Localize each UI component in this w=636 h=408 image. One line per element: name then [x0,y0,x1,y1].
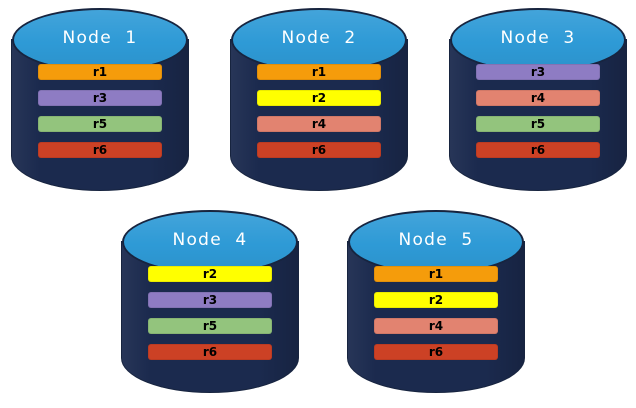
shard-r6[interactable]: r6 [374,344,498,360]
shard-r3[interactable]: r3 [148,292,272,308]
cylinder-top-ellipse [348,210,524,274]
shard-r6[interactable]: r6 [257,142,381,158]
shard-list: r1 r3 r5 r6 [38,64,162,158]
shard-r2[interactable]: r2 [148,266,272,282]
node-label: Node 3 [500,28,576,48]
shard-r5[interactable]: r5 [38,116,162,132]
shard-r2[interactable]: r2 [257,90,381,106]
node-4[interactable]: Node 4 r2 r3 r5 r6 [120,208,300,398]
cylinder-top-ellipse [122,210,298,274]
shard-r4[interactable]: r4 [476,90,600,106]
shard-r2[interactable]: r2 [374,292,498,308]
shard-r5[interactable]: r5 [476,116,600,132]
node-5[interactable]: Node 5 r1 r2 r4 r6 [346,208,526,398]
node-1[interactable]: Node 1 r1 r3 r5 r6 [10,6,190,196]
shard-r4[interactable]: r4 [257,116,381,132]
shard-list: r1 r2 r4 r6 [374,266,498,360]
node-label: Node 5 [398,230,474,250]
shard-r6[interactable]: r6 [476,142,600,158]
shard-r1[interactable]: r1 [257,64,381,80]
node-label: Node 1 [62,28,138,48]
cylinder-top-ellipse [450,8,626,72]
shard-r3[interactable]: r3 [38,90,162,106]
shard-r1[interactable]: r1 [38,64,162,80]
shard-r4[interactable]: r4 [374,318,498,334]
shard-r6[interactable]: r6 [38,142,162,158]
node-2[interactable]: Node 2 r1 r2 r4 r6 [229,6,409,196]
shard-list: r1 r2 r4 r6 [257,64,381,158]
node-label: Node 4 [172,230,248,250]
node-label: Node 2 [281,28,357,48]
node-3[interactable]: Node 3 r3 r4 r5 r6 [448,6,628,196]
shard-r1[interactable]: r1 [374,266,498,282]
shard-r5[interactable]: r5 [148,318,272,334]
shard-list: r3 r4 r5 r6 [476,64,600,158]
shard-r6[interactable]: r6 [148,344,272,360]
shard-r3[interactable]: r3 [476,64,600,80]
shard-list: r2 r3 r5 r6 [148,266,272,360]
